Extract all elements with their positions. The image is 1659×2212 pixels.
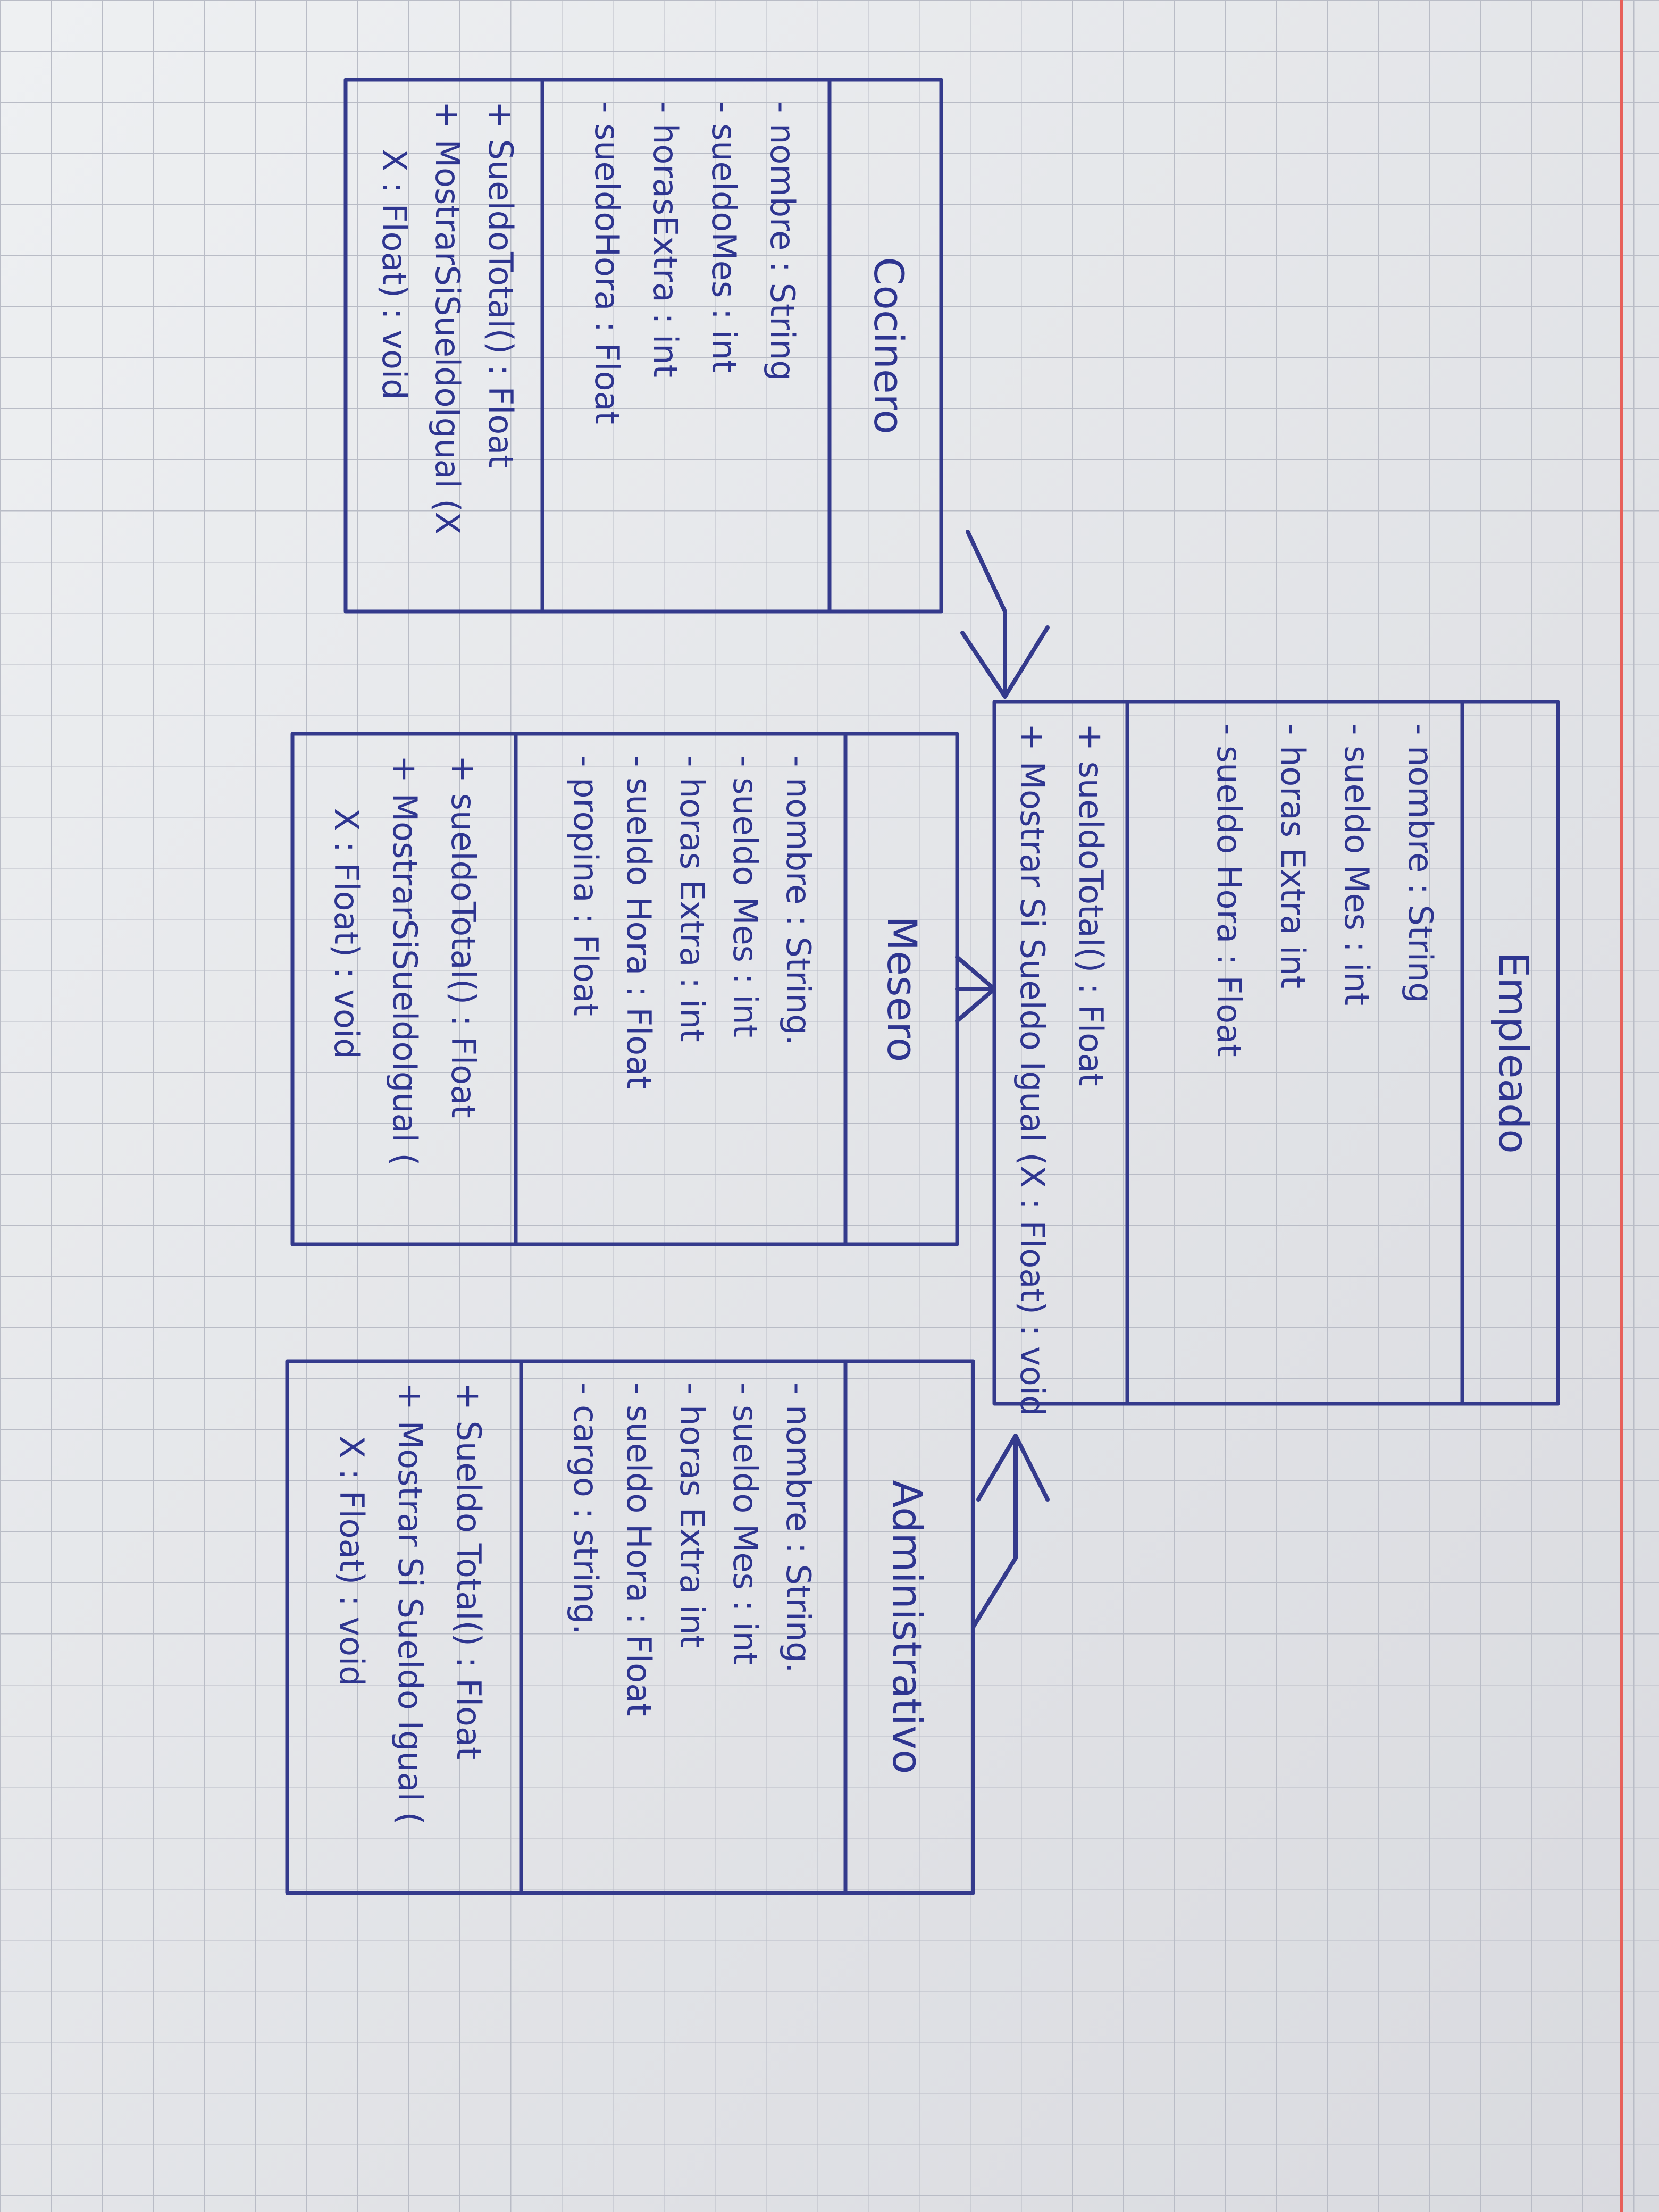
method: X : Float) : void <box>332 1436 371 1687</box>
attribute: - sueldo Mes : int <box>1337 723 1376 1006</box>
attribute: - nombre : String. <box>779 755 818 1045</box>
class-administrativo: Administrativo - nombre : String. - suel… <box>285 1359 975 1895</box>
attribute: - propina : Float <box>566 755 605 1016</box>
inheritance-arrow-mesero <box>955 955 996 1023</box>
method: + MostrarSiSueldoIgual (X <box>428 101 467 534</box>
uml-class-diagram: Empleado - nombre : String - sueldo Mes … <box>285 78 1560 1895</box>
attribute: - sueldo Hora : Float <box>1210 723 1249 1057</box>
class-mesero: Mesero - nombre : String. - sueldo Mes :… <box>290 732 959 1246</box>
class-empleado: Empleado - nombre : String - sueldo Mes … <box>992 700 1560 1416</box>
attribute: - nombre : String <box>1401 723 1440 1003</box>
attribute: - horas Extra int <box>1273 723 1312 988</box>
method: + MostrarSiSueldoIgual ( <box>386 755 424 1166</box>
class-name: Administrativo <box>884 1480 931 1774</box>
method: + sueldoTotal() : Float <box>444 755 483 1118</box>
attribute: - sueldo Mes : int <box>726 755 765 1037</box>
method: + sueldoTotal() : Float <box>1071 723 1110 1086</box>
attribute: - nombre : String. <box>779 1382 818 1673</box>
attribute: - cargo : string. <box>566 1382 605 1635</box>
class-name: Mesero <box>878 916 926 1062</box>
method: + Mostrar Si Sueldo Igual ( <box>391 1382 430 1825</box>
class-cocinero: Cocinero - nombre : String - sueldoMes :… <box>343 78 943 614</box>
method: + Sueldo Total() : Float <box>449 1382 488 1759</box>
inheritance-arrow-cocinero <box>960 530 1050 699</box>
attribute: - sueldoMes : int <box>705 101 743 373</box>
method: X : Float) : void <box>327 808 366 1059</box>
attribute: - sueldoHora : Float <box>588 101 626 424</box>
method: X : Float) : void <box>375 149 414 400</box>
attribute: - horas Extra int <box>673 1382 711 1648</box>
attribute: - horas Extra : int <box>673 755 711 1042</box>
attribute: - sueldo Hora : Float <box>619 1382 658 1716</box>
attribute: - sueldo Mes : int <box>726 1382 765 1665</box>
class-name: Empleado <box>1490 952 1537 1153</box>
attribute: - sueldo Hora : Float <box>619 755 658 1089</box>
class-name: Cocinero <box>865 257 912 434</box>
method: + Mostrar Si Sueldo Igual (X : Float) : … <box>1013 723 1052 1416</box>
inheritance-arrow-administrativo <box>971 1434 1050 1629</box>
method: + SueldoTotal() : Float <box>481 101 520 468</box>
attribute: - horasExtra : int <box>646 101 685 378</box>
attribute: - nombre : String <box>763 101 802 381</box>
